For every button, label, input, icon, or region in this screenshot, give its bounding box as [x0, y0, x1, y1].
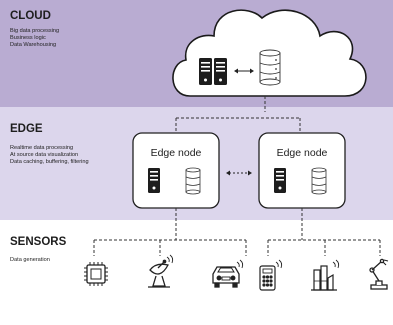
cloud-item: Business logic — [10, 35, 46, 42]
satellite-dish-icon — [148, 254, 174, 288]
cloud-title: CLOUD — [10, 10, 51, 22]
car-icon — [212, 259, 244, 288]
server-icon — [148, 168, 160, 193]
edge-node-label: Edge node — [151, 147, 202, 159]
cloud-description: Big data processing Business logic Data … — [10, 28, 59, 50]
edge-description: Realtime data processing At source data … — [10, 145, 89, 167]
cloud-item: Data Warehousing — [10, 42, 57, 49]
edge-item: Realtime data processing — [10, 145, 74, 151]
edge-item: Data caching, buffering, filtering — [10, 159, 89, 166]
remote-control-icon — [259, 259, 283, 291]
database-icon — [185, 167, 201, 195]
sensors-description: Data generation — [10, 257, 50, 264]
edge-title: EDGE — [10, 123, 43, 135]
database-icon — [311, 167, 327, 195]
cloud-edge-connectors — [175, 96, 301, 133]
database-icon — [259, 49, 281, 86]
robot-arm-icon — [369, 258, 389, 290]
sensors-item: Data generation — [10, 257, 50, 263]
edge-sensor-connectors — [93, 208, 381, 256]
factory-icon — [311, 259, 340, 291]
server-icon — [274, 168, 286, 193]
edge-node-box — [258, 132, 346, 209]
cloud-item: Big data processing — [10, 28, 60, 34]
chip-icon — [84, 262, 108, 286]
edge-node-box — [132, 132, 220, 209]
edge-sync-arrow — [226, 170, 252, 176]
edge-node-label: Edge node — [277, 147, 328, 159]
cloud-server-cluster — [199, 58, 227, 85]
edge-item: At source data visualization — [10, 152, 79, 159]
sensors-title: SENSORS — [10, 236, 67, 248]
double-arrow-icon — [234, 68, 254, 74]
